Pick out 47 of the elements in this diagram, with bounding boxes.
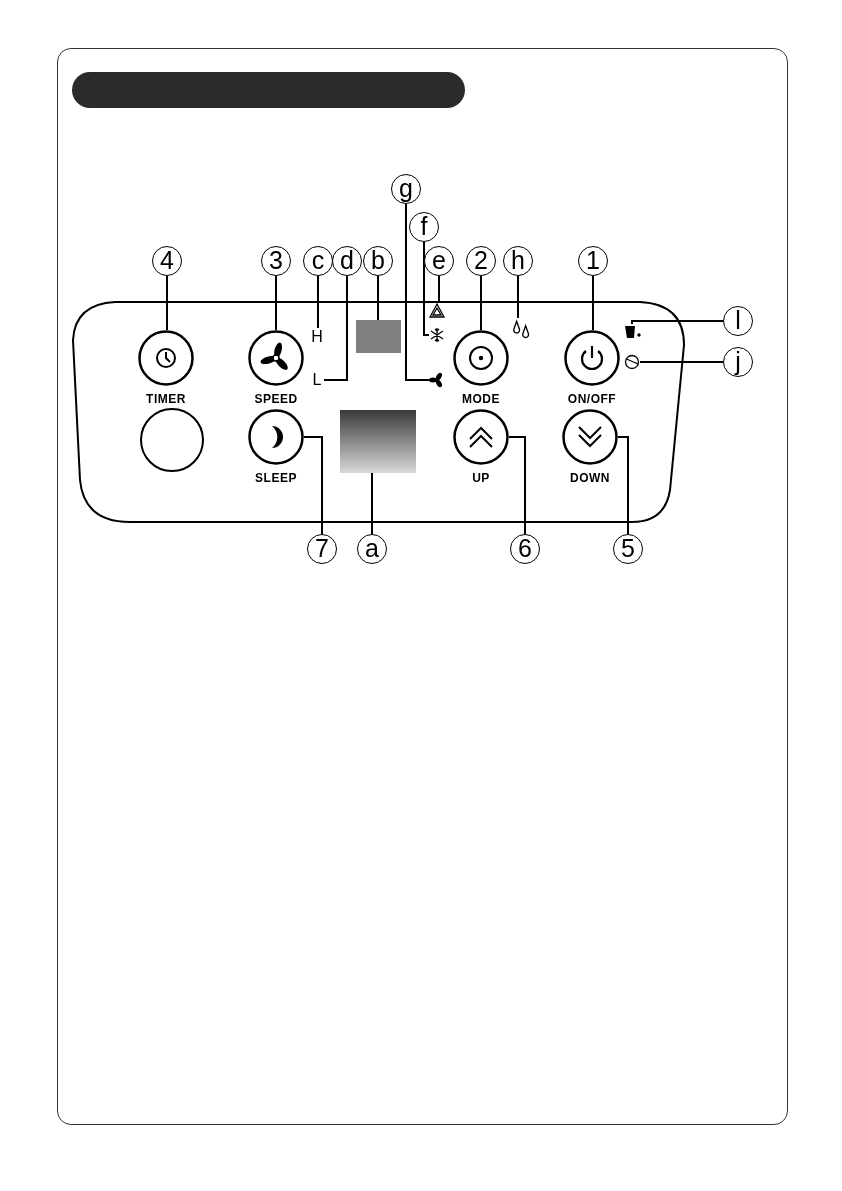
leader-line: [438, 275, 440, 304]
callout-label: 4: [152, 246, 182, 276]
callout-label: 1: [578, 246, 608, 276]
leader-line: [480, 275, 482, 331]
button-label: MODE: [461, 392, 501, 406]
leader-line: [166, 275, 168, 331]
callout-label: 6: [510, 534, 540, 564]
leader-line: [303, 436, 323, 535]
callout-label: l: [723, 306, 753, 336]
speed-level-label: L: [310, 371, 324, 389]
leader-line: [377, 275, 379, 321]
leader-line: [323, 275, 348, 381]
callout-label: 7: [307, 534, 337, 564]
leader-line: [317, 275, 319, 329]
button-label: UP: [471, 471, 491, 485]
leader-line: [275, 275, 277, 331]
leader-line: [423, 241, 430, 336]
indicator-window: [356, 320, 401, 353]
leader-line: [371, 472, 373, 535]
display-window: [340, 410, 416, 473]
callout-label: e: [424, 246, 454, 276]
callout-label: 5: [613, 534, 643, 564]
button-label: SPEED: [253, 392, 299, 406]
leader-line: [592, 275, 594, 331]
callout-label: g: [391, 174, 421, 204]
callout-label: 3: [261, 246, 291, 276]
leader-line: [617, 436, 629, 535]
blank-button: [140, 408, 204, 472]
leader-line: [508, 436, 526, 535]
title-bar: [72, 72, 465, 108]
leader-line: [639, 361, 724, 363]
callout-label: h: [503, 246, 533, 276]
callout-label: a: [357, 534, 387, 564]
callout-label: c: [303, 246, 333, 276]
leader-line: [631, 320, 724, 325]
callout-label: f: [409, 212, 439, 242]
leader-line: [517, 275, 519, 319]
callout-label: d: [332, 246, 362, 276]
button-label: SLEEP: [254, 471, 298, 485]
callout-label: j: [723, 347, 753, 377]
button-label: DOWN: [569, 471, 611, 485]
button-label: TIMER: [145, 392, 187, 406]
speed-level-label: H: [309, 328, 325, 346]
button-label: ON/OFF: [566, 392, 618, 406]
callout-label: b: [363, 246, 393, 276]
callout-label: 2: [466, 246, 496, 276]
leader-line: [405, 203, 430, 381]
